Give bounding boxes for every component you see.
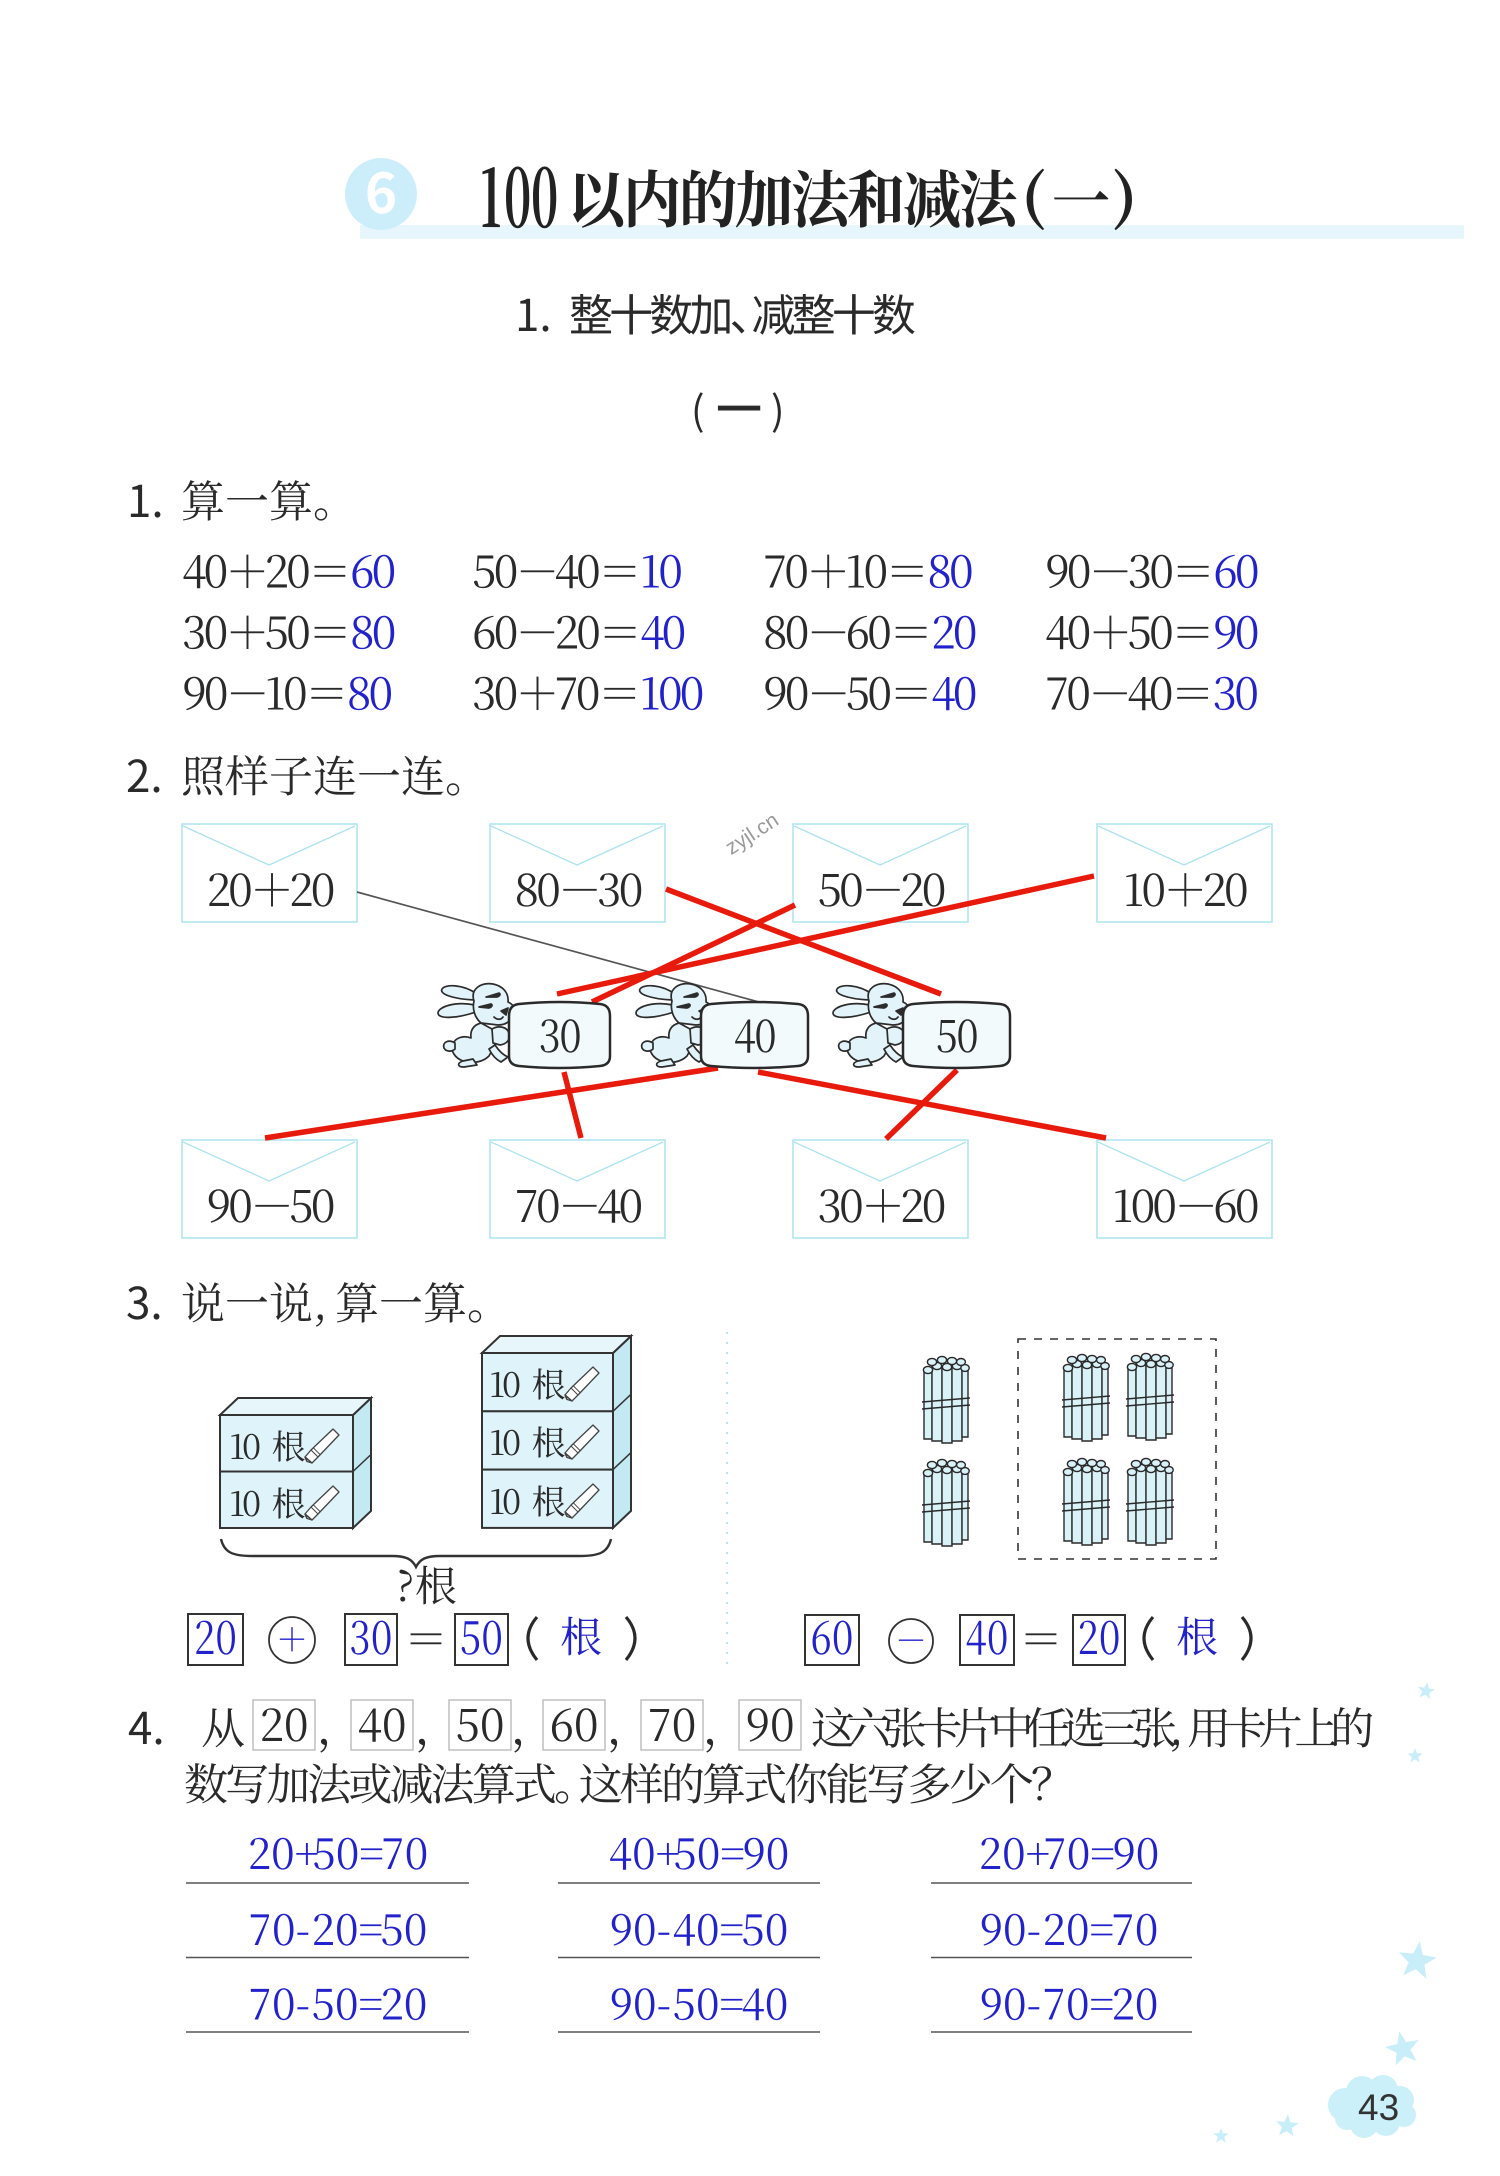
svg-text:43: 43 bbox=[1358, 2087, 1399, 2128]
